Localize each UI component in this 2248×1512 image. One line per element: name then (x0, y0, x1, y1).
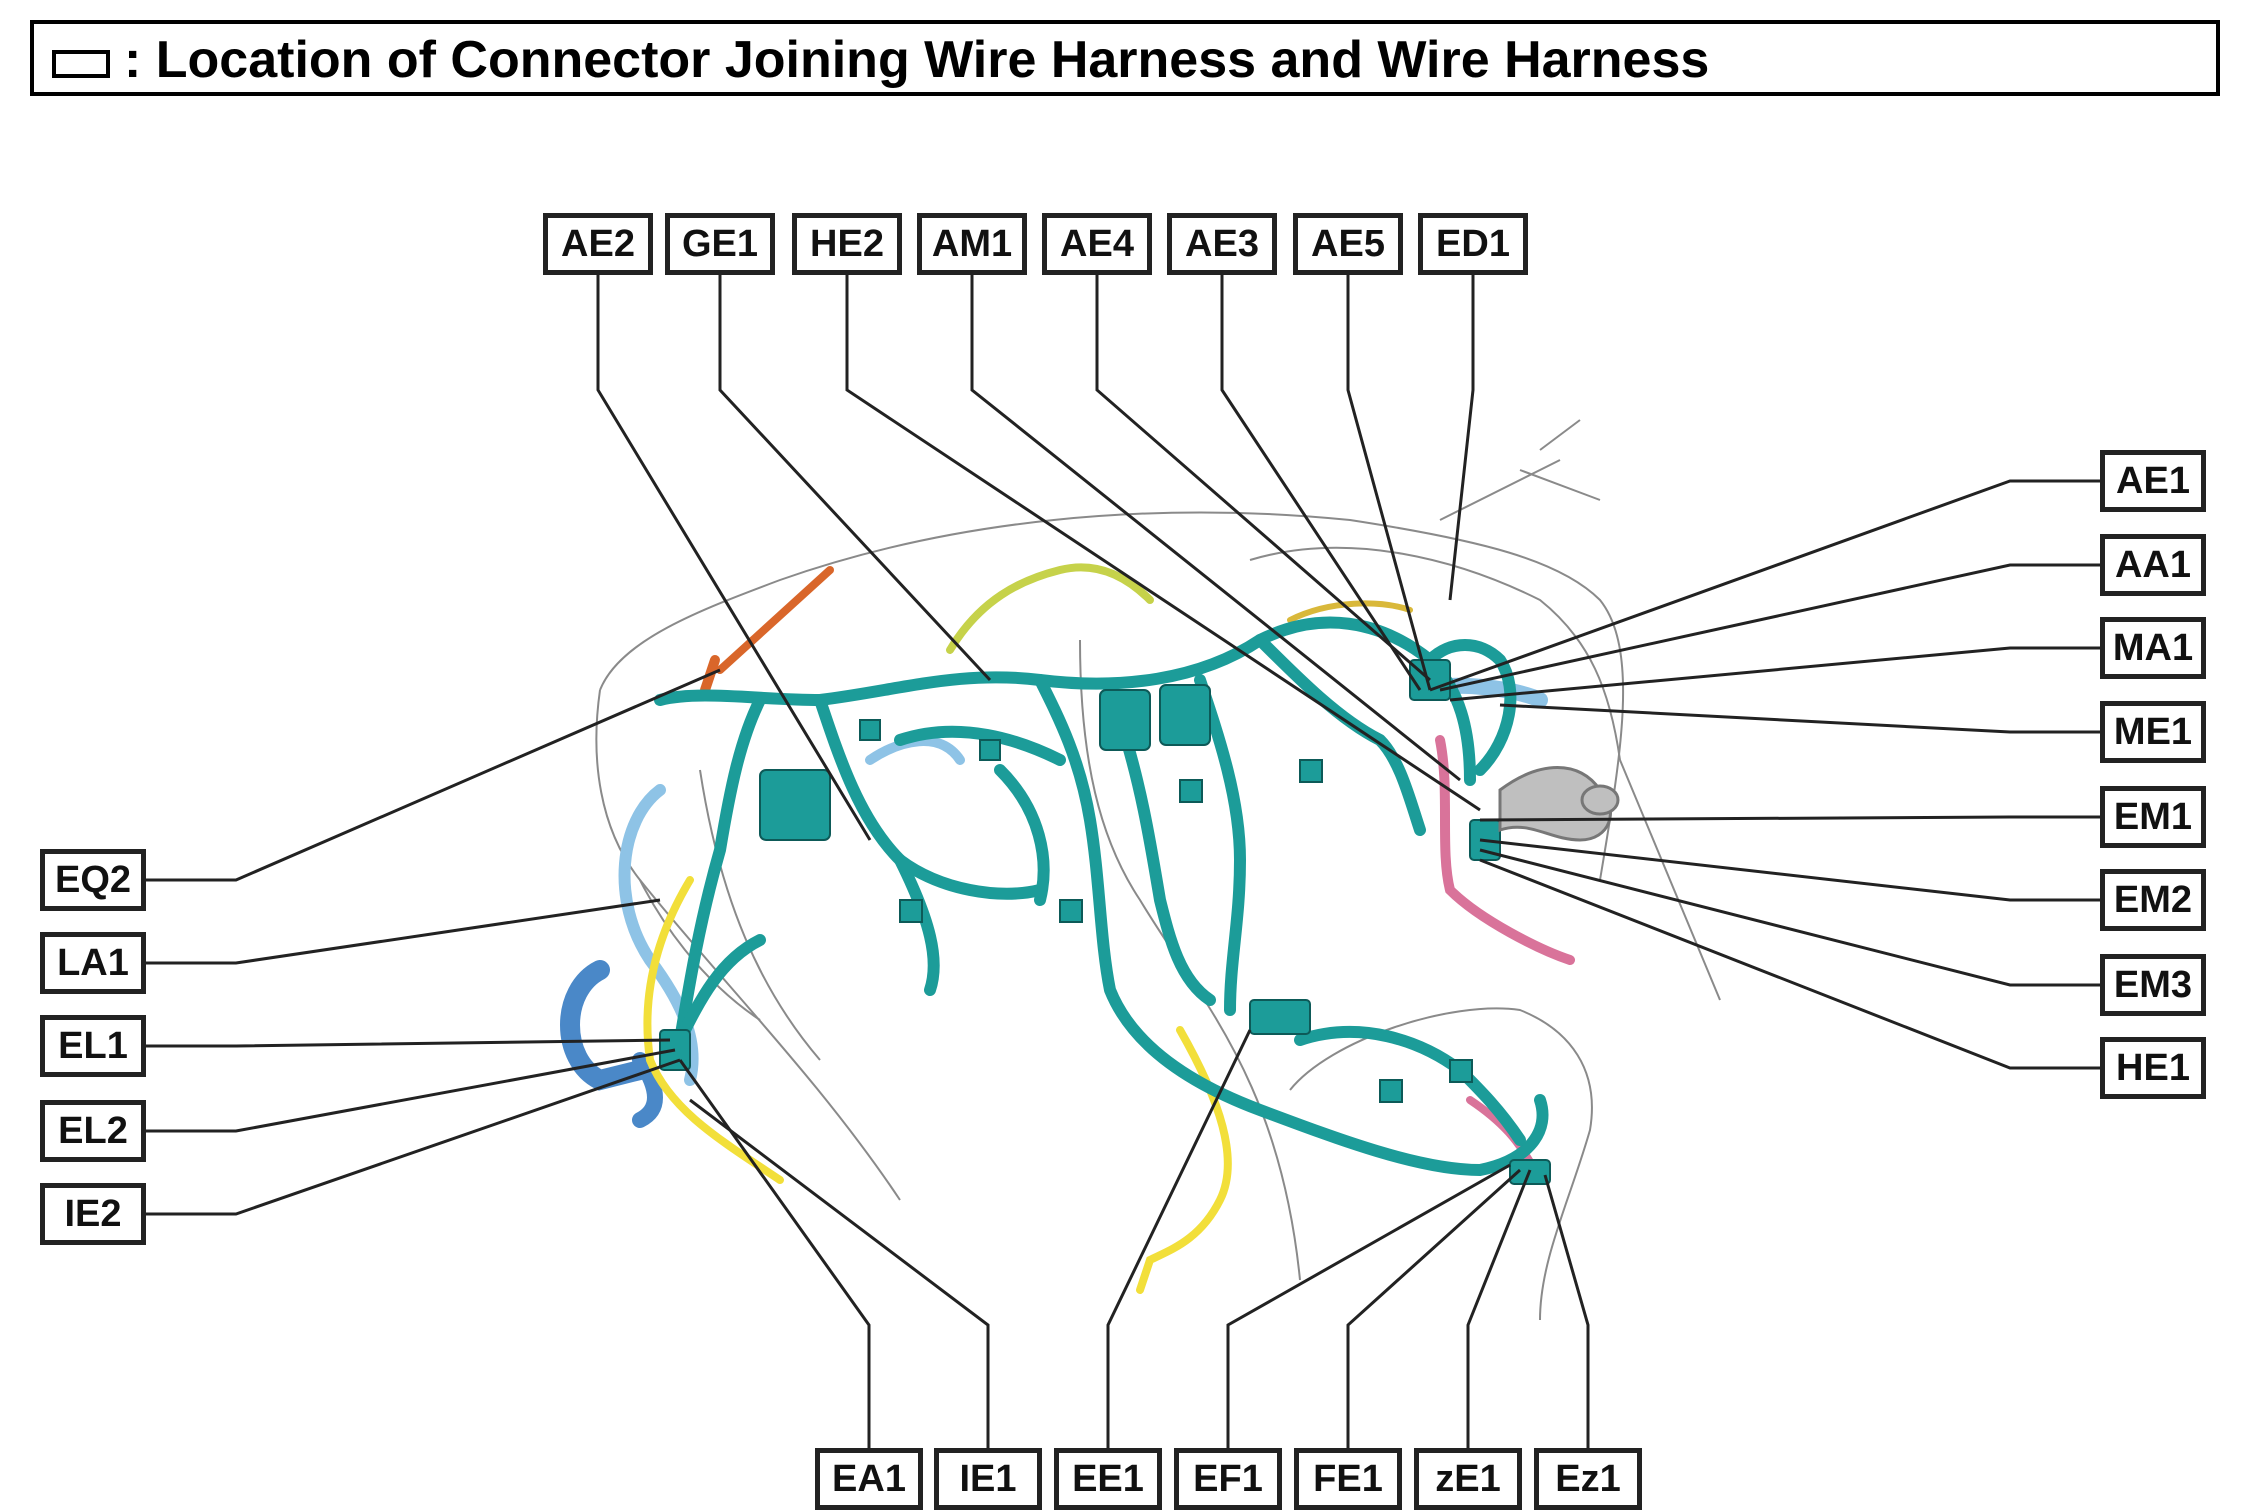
label-fe1: FE1 (1294, 1448, 1402, 1510)
connector-small (1449, 1059, 1473, 1083)
leader-el1 (146, 1038, 671, 1048)
relay-block-center-b (1159, 684, 1211, 746)
relay-block-center-a (1099, 689, 1151, 751)
leader-em1 (1479, 815, 2100, 822)
leader-me1 (1499, 703, 2100, 734)
label-ze1: zE1 (1414, 1448, 1522, 1510)
connector-small (979, 739, 1001, 761)
label-ez1: Ez1 (1534, 1448, 1642, 1510)
steering-component (1498, 766, 1620, 842)
label-ae1: AE1 (2100, 450, 2206, 512)
label-aa1: AA1 (2100, 534, 2206, 596)
label-ge1: GE1 (665, 213, 775, 275)
connector-small (1299, 759, 1323, 783)
leader-ae4 (1095, 275, 1431, 682)
leader-ie2 (146, 1058, 681, 1216)
leader-ae3 (1220, 275, 1422, 691)
label-em2: EM2 (2100, 869, 2206, 931)
label-eq2: EQ2 (40, 849, 146, 911)
legend-box-symbol (52, 50, 110, 78)
leader-el2 (146, 1048, 676, 1133)
label-he2: HE2 (792, 213, 902, 275)
connector-blocks (659, 659, 1551, 1185)
label-ea1: EA1 (815, 1448, 923, 1510)
relay-block-left (759, 769, 831, 841)
label-em3: EM3 (2100, 954, 2206, 1016)
label-ie1: IE1 (934, 1448, 1042, 1510)
label-ee1: EE1 (1054, 1448, 1162, 1510)
leader-ef1 (1226, 1163, 1511, 1448)
label-me1: ME1 (2100, 701, 2206, 763)
label-am1: AM1 (917, 213, 1027, 275)
leader-ez1 (1543, 1174, 1590, 1448)
label-ma1: MA1 (2100, 617, 2206, 679)
leader-ae2 (596, 275, 872, 841)
leader-he2 (845, 275, 1481, 812)
label-ae3: AE3 (1167, 213, 1277, 275)
title-box: : Location of Connector Joining Wire Har… (30, 20, 2220, 96)
leader-he1 (1479, 858, 2100, 1070)
leader-ze1-lower (1466, 1169, 1532, 1448)
leader-eq2 (146, 668, 721, 882)
connector-small (1379, 1079, 1403, 1103)
label-ae5: AE5 (1293, 213, 1403, 275)
label-he1: HE1 (2100, 1037, 2206, 1099)
label-ef1: EF1 (1174, 1448, 1282, 1510)
connector-small (899, 899, 923, 923)
leader-la1 (146, 898, 661, 965)
leader-ae1 (1429, 479, 2100, 692)
connector-small (1179, 779, 1203, 803)
leader-lines (146, 275, 2100, 1448)
leader-em3 (1479, 848, 2100, 987)
label-ie2: IE2 (40, 1183, 146, 1245)
leader-ie1 (689, 1098, 990, 1448)
leader-ge1 (718, 275, 992, 682)
connector-small (1059, 899, 1083, 923)
label-el1: EL1 (40, 1015, 146, 1077)
leader-em2 (1479, 838, 2100, 902)
leader-ee1 (1106, 1029, 1252, 1448)
label-ed1: ED1 (1418, 213, 1528, 275)
leader-am1 (970, 275, 1461, 782)
leader-ma1 (1449, 646, 2100, 702)
leader-ae5 (1346, 275, 1432, 691)
leader-fe1 (1346, 1168, 1522, 1448)
connector-ee1-block (1249, 999, 1311, 1035)
vehicle-outline (595, 419, 1721, 1321)
label-la1: LA1 (40, 932, 146, 994)
label-ae4: AE4 (1042, 213, 1152, 275)
harness-branches-aux (560, 563, 1575, 1294)
label-em1: EM1 (2100, 786, 2206, 848)
leader-ea1 (678, 1059, 871, 1448)
page-title: : Location of Connector Joining Wire Har… (124, 31, 1710, 89)
leader-ed1 (1448, 275, 1475, 601)
connector-small (859, 719, 881, 741)
label-el2: EL2 (40, 1100, 146, 1162)
leader-aa1 (1439, 563, 2100, 692)
label-ae2: AE2 (543, 213, 653, 275)
